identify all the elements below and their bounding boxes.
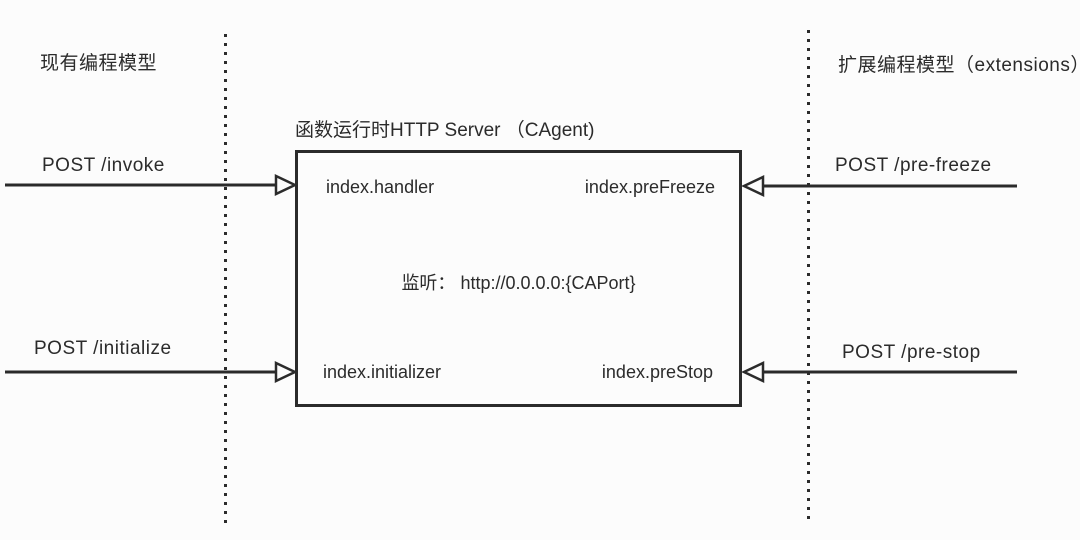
handler-endpoint-label: index.handler — [326, 177, 435, 197]
pre-freeze-arrow-label: POST /pre-freeze — [835, 155, 992, 176]
server-box-title: 函数运行时HTTP Server （CAgent) — [295, 120, 595, 141]
initialize-arrow — [5, 361, 298, 383]
server-box: index.handler index.preFreeze 监听： http:/… — [295, 150, 742, 407]
pre-stop-arrow-label: POST /pre-stop — [842, 342, 981, 363]
pre-stop-hook-label: index.preStop — [601, 362, 713, 382]
pre-stop-arrowhead-icon — [741, 361, 765, 383]
initialize-arrow-label: POST /initialize — [34, 338, 172, 359]
invoke-arrowhead-icon — [274, 174, 298, 196]
right-dotted-divider — [807, 30, 810, 522]
pre-freeze-hook-label: index.preFreeze — [584, 177, 715, 197]
initialize-arrowhead-icon — [274, 361, 298, 383]
right-region-label: 扩展编程模型（extensions） — [838, 55, 1080, 76]
invoke-arrow — [5, 174, 298, 196]
left-dotted-divider — [224, 34, 227, 526]
pre-stop-arrow — [741, 361, 1017, 383]
left-region-label: 现有编程模型 — [40, 53, 158, 74]
pre-freeze-arrowhead-icon — [741, 175, 765, 197]
invoke-arrow-label: POST /invoke — [42, 155, 165, 176]
listen-address-label: 监听： http://0.0.0.0:{CAPort} — [401, 273, 636, 293]
pre-freeze-arrow — [741, 175, 1017, 197]
initializer-endpoint-label: index.initializer — [323, 362, 442, 382]
